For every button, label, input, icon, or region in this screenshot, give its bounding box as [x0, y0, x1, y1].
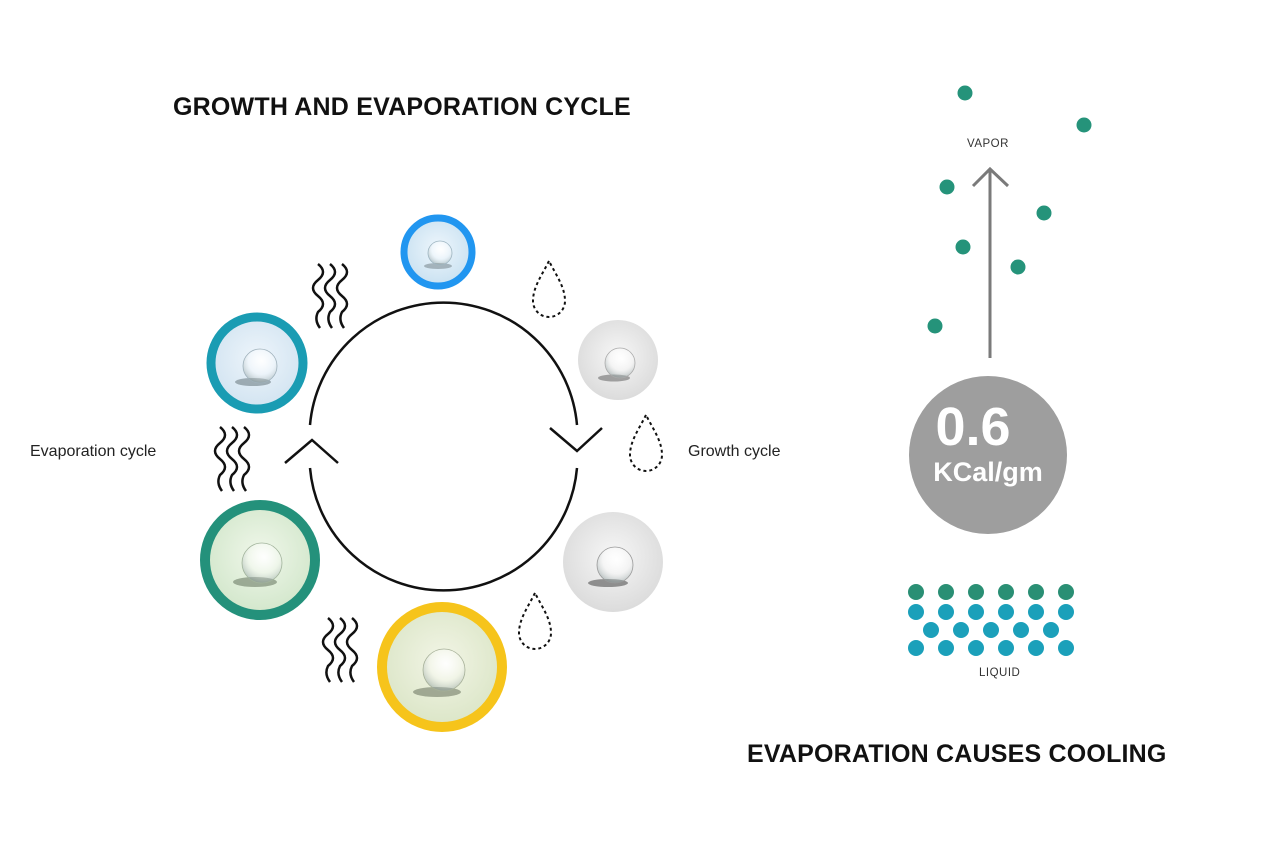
- growth-cycle-label: Growth cycle: [688, 443, 781, 460]
- liquid-molecules: [908, 584, 1074, 656]
- heat-wave-icon: [321, 617, 359, 683]
- liquid-label: LIQUID: [979, 667, 1021, 679]
- evaporation-cycle-label: Evaporation cycle: [30, 443, 157, 460]
- liquid-molecule: [1028, 640, 1044, 656]
- arrow-down-icon: [549, 427, 603, 453]
- vapor-molecule: [939, 179, 955, 195]
- cycle-ring: [284, 301, 603, 592]
- droplet-upper-right: [578, 320, 658, 400]
- liquid-molecule: [1013, 622, 1029, 638]
- liquid-molecule: [953, 622, 969, 638]
- vapor-molecule: [1010, 259, 1026, 275]
- liquid-molecule: [998, 640, 1014, 656]
- liquid-molecule: [908, 640, 924, 656]
- vapor-molecule: [957, 85, 973, 101]
- cycle-arc-bottom: [308, 467, 579, 592]
- energy-unit: KCal/gm: [933, 457, 1043, 487]
- liquid-molecule: [1058, 584, 1074, 600]
- liquid-molecule: [1058, 604, 1074, 620]
- liquid-molecule: [923, 622, 939, 638]
- liquid-molecule: [908, 604, 924, 620]
- cooling-title: EVAPORATION CAUSES COOLING: [747, 740, 1167, 768]
- water-drop-icon: [517, 590, 553, 650]
- vapor-molecules: [927, 85, 1092, 334]
- liquid-molecule: [938, 604, 954, 620]
- vapor-label: VAPOR: [967, 138, 1009, 150]
- liquid-molecule: [998, 604, 1014, 620]
- droplet-lower-right: [563, 512, 663, 612]
- vapor-molecule: [955, 239, 971, 255]
- water-drop-icon: [628, 412, 664, 472]
- liquid-molecule: [1058, 640, 1074, 656]
- vapor-molecule: [927, 318, 943, 334]
- vapor-arrow-icon: [971, 166, 1010, 358]
- heat-wave-icon: [311, 263, 349, 329]
- droplet-upper-left: [206, 312, 308, 414]
- liquid-molecule: [938, 640, 954, 656]
- water-drop-icon: [531, 258, 567, 318]
- liquid-molecule: [938, 584, 954, 600]
- energy-value: 0.6: [935, 397, 1011, 457]
- liquid-molecule: [908, 584, 924, 600]
- droplet-bottom: [377, 602, 507, 732]
- liquid-molecule: [1028, 584, 1044, 600]
- liquid-molecule: [1043, 622, 1059, 638]
- vapor-molecule: [1036, 205, 1052, 221]
- cycle-arc-top: [308, 301, 579, 426]
- liquid-molecule: [983, 622, 999, 638]
- droplet-lower-left: [200, 500, 320, 620]
- liquid-molecule: [968, 604, 984, 620]
- vapor-molecule: [1076, 117, 1092, 133]
- arrow-up-icon: [284, 438, 339, 464]
- droplet-top: [400, 214, 476, 290]
- liquid-molecule: [968, 584, 984, 600]
- liquid-molecule: [968, 640, 984, 656]
- heat-wave-icon: [213, 426, 251, 492]
- liquid-molecule: [1028, 604, 1044, 620]
- liquid-molecule: [998, 584, 1014, 600]
- energy-circle: [909, 376, 1067, 534]
- cycle-title: GROWTH AND EVAPORATION CYCLE: [173, 93, 631, 121]
